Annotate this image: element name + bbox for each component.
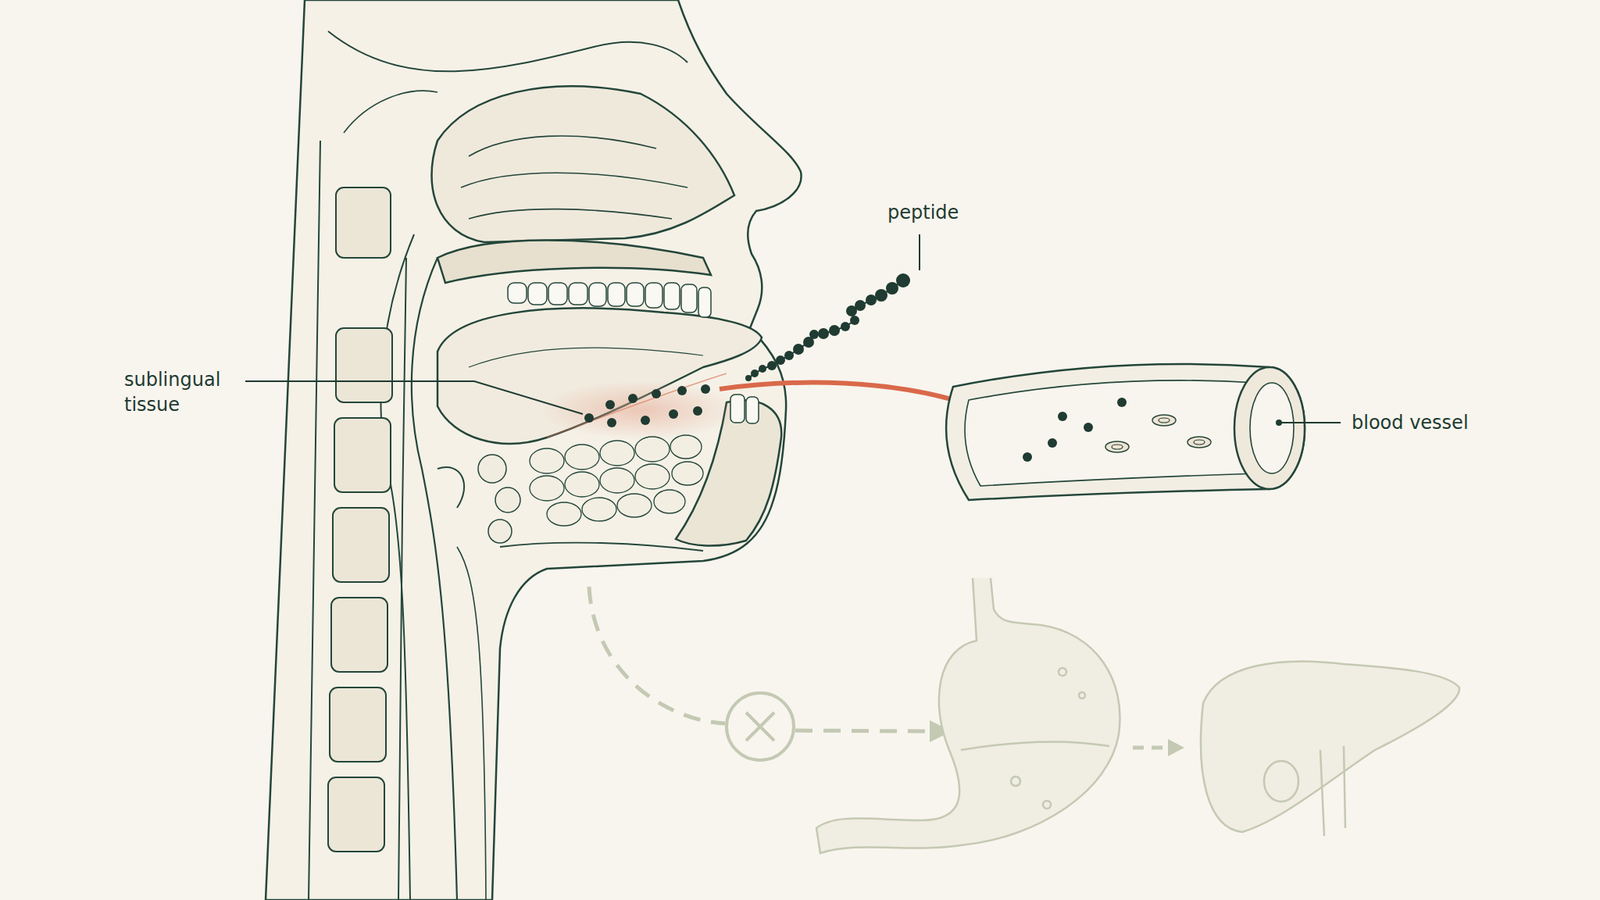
blood-vessel xyxy=(946,364,1305,500)
part-label: peptide xyxy=(887,200,959,225)
peptide-chain xyxy=(745,273,911,382)
peptide-in-blood xyxy=(1022,397,1127,462)
sublingual-edge xyxy=(546,373,727,438)
liver xyxy=(1200,661,1460,836)
stomach xyxy=(816,578,1121,854)
part-label: sublingual tissue xyxy=(124,367,242,418)
head-section xyxy=(265,0,802,900)
sublingual-gland xyxy=(529,435,704,526)
peptide-in-tissue xyxy=(584,384,711,428)
leader-lines xyxy=(245,234,1341,426)
hyoid xyxy=(478,454,521,543)
spine xyxy=(308,140,407,900)
part-label: blood vessel xyxy=(1351,410,1469,436)
